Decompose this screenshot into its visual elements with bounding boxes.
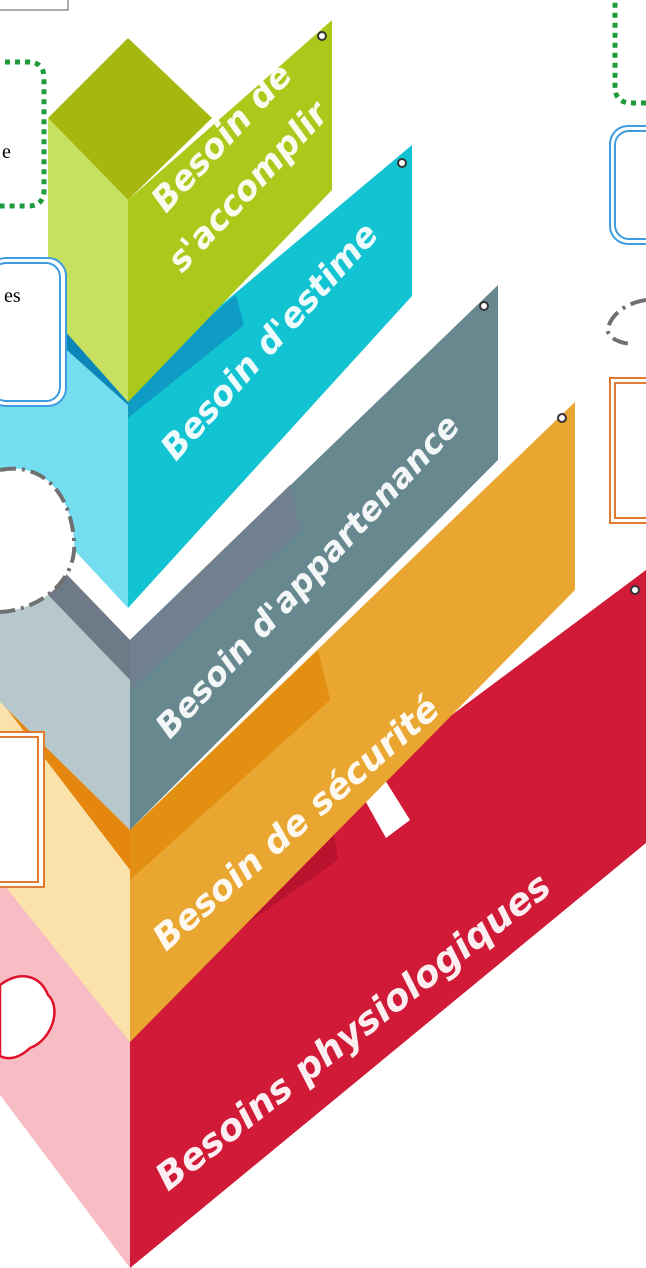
orange-box-callout-outer [0, 731, 45, 888]
tier-securite-front-face [130, 402, 575, 1042]
red-cloud-callout [0, 975, 56, 1060]
tier-securite-shadow [130, 650, 330, 880]
tier-appartenance-pin-icon [479, 301, 489, 311]
dotted-callout [0, 59, 47, 209]
orange-box-callout-right-inner [614, 382, 646, 519]
dashed-oval-callout [0, 466, 77, 614]
double-border-callout-right-inner [614, 130, 646, 240]
orange-box-callout-inner [0, 736, 39, 883]
tier-estime-pin-icon [397, 158, 407, 168]
tier-estime-shadow [128, 295, 244, 418]
tier-accomplissement-left-face [48, 118, 128, 402]
tier-estime-front-face [128, 145, 412, 608]
dotted-callout-right [612, 0, 646, 106]
tier-physiologiques-front-face [130, 570, 646, 1268]
double-border-callout-outer [0, 257, 67, 407]
top-left-box [0, 0, 69, 11]
double-border-callout-inner [0, 262, 61, 402]
double-border-callout-right-outer [609, 125, 646, 245]
tier-accomplissement-top-face [48, 38, 212, 200]
tier-securite-pin-icon [557, 413, 567, 423]
dotted-callout-text: e [2, 141, 11, 163]
tier-physiologiques-left-face [0, 815, 130, 1268]
tier-appartenance-front-face [130, 285, 498, 830]
dashed-oval-right [605, 298, 646, 346]
tier-appartenance-left-face [0, 545, 130, 830]
double-border-callout-text: es [4, 285, 21, 307]
tier-physiologiques-pin-icon [630, 585, 640, 595]
tier-appartenance-shadow [130, 485, 300, 690]
tier-accomplissement-pin-icon [317, 31, 327, 41]
tier-accomplissement-front-face [128, 20, 332, 402]
